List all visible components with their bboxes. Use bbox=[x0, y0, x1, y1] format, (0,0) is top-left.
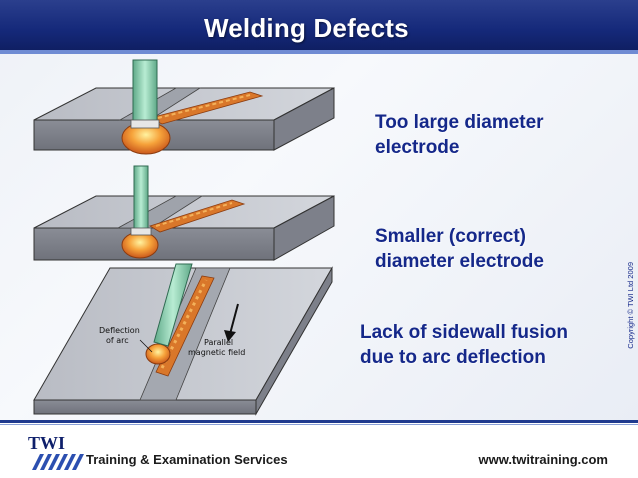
caption-large-electrode: Too large diameter electrode bbox=[375, 110, 544, 160]
deflection-label-line2: of arc bbox=[106, 336, 129, 345]
caption-line: diameter electrode bbox=[375, 251, 544, 272]
parallel-label-line2: magnetic field bbox=[188, 348, 245, 357]
deflection-label-line1: Deflection bbox=[99, 326, 140, 335]
footer-website[interactable]: www.twitraining.com bbox=[478, 452, 608, 467]
footer bbox=[0, 425, 638, 478]
caption-line: Lack of sidewall fusion bbox=[360, 322, 568, 343]
copyright-notice: Copyright © TWI Ltd 2009 bbox=[626, 262, 635, 349]
footer-divider bbox=[0, 420, 638, 423]
caption-line: due to arc deflection bbox=[360, 347, 546, 368]
panel-correct-electrode bbox=[33, 165, 335, 261]
caption-correct-electrode: Smaller (correct) diameter electrode bbox=[375, 224, 544, 274]
welding-illustrations: Deflection of arc Parallel magnetic fiel… bbox=[33, 59, 335, 416]
footer-divider-thin bbox=[0, 424, 638, 425]
slide-title: Welding Defects bbox=[204, 13, 409, 43]
caption-line: Smaller (correct) bbox=[375, 226, 527, 247]
parallel-label-line1: Parallel bbox=[204, 338, 233, 347]
caption-line: Too large diameter bbox=[375, 112, 544, 133]
logo-stripes-icon bbox=[32, 454, 84, 470]
caption-line: electrode bbox=[375, 137, 460, 158]
title-bar bbox=[0, 0, 638, 50]
title-divider bbox=[0, 50, 638, 54]
logo-text: TWI bbox=[28, 433, 65, 453]
twi-logo: TWI bbox=[28, 433, 84, 470]
footer-tagline: Training & Examination Services bbox=[86, 452, 288, 467]
panel-large-electrode bbox=[33, 59, 335, 155]
panel-arc-deflection: Deflection of arc Parallel magnetic fiel… bbox=[33, 263, 333, 416]
caption-arc-deflection: Lack of sidewall fusion due to arc defle… bbox=[360, 320, 568, 370]
